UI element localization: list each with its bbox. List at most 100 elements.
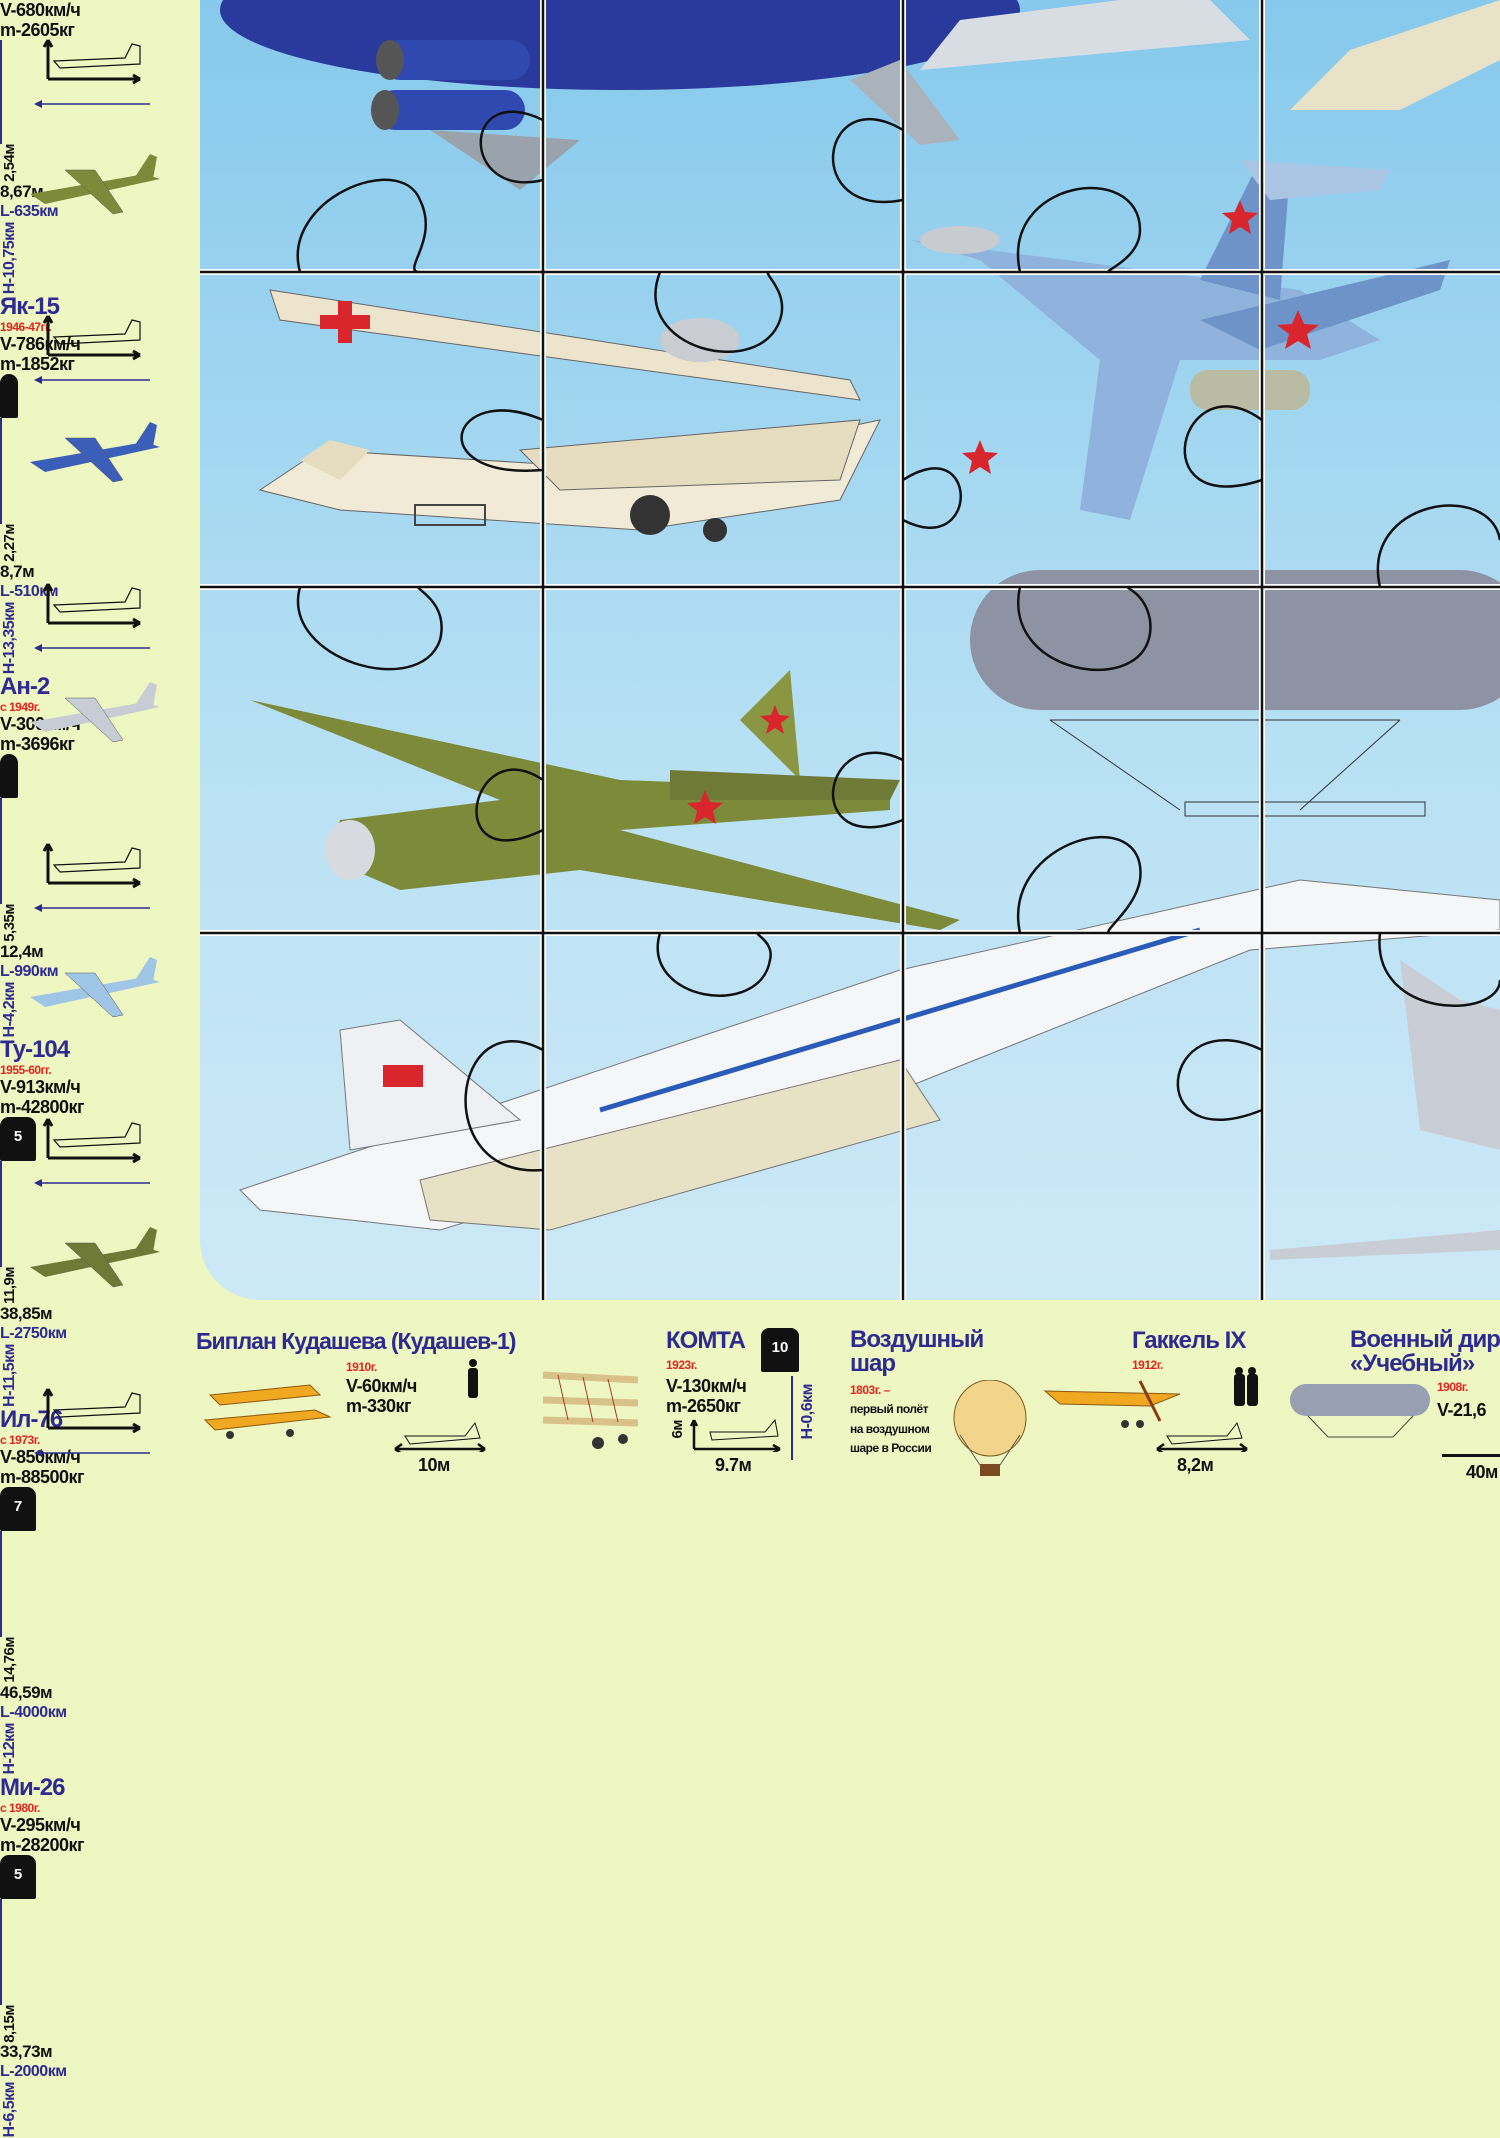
kudashev-speed: V-60км/ч — [346, 1376, 417, 1396]
height-label: 14,76м — [1, 1637, 18, 1683]
aircraft-years: с 1973г. — [0, 1433, 40, 1448]
airship-length: 40м — [1466, 1462, 1498, 1482]
length-label: 12,4м — [0, 941, 44, 961]
range-label: L-510км — [0, 582, 59, 600]
ceiling-label: H-6,5км — [1, 2082, 18, 2138]
jet-tail-illustration — [1400, 960, 1500, 1150]
komta-ceiling: H-0,6км — [799, 1384, 816, 1440]
ceiling-label: H-10,75км — [1, 221, 18, 295]
size-diagram — [34, 583, 150, 652]
size-diagram — [34, 39, 150, 108]
airship-year: 1908г. — [1437, 1380, 1468, 1394]
aircraft-thumbnail-icon — [30, 957, 160, 1018]
aircraft-years: 1955-60гг. — [0, 1063, 52, 1078]
aircraft-name: Ан-2 — [0, 673, 50, 701]
puzzle-cut-lines — [200, 0, 1500, 1300]
aircraft-thumbnail-icon — [30, 422, 160, 483]
ceiling-arrow — [0, 1531, 2, 1638]
kudashev-size-diagram — [394, 1421, 486, 1452]
range-label: L-4000км — [0, 1703, 67, 1721]
komta-mass: m-2650кг — [666, 1396, 741, 1416]
crew-silhouette-icon — [1234, 1367, 1258, 1406]
gakkel-size-diagram — [1156, 1421, 1248, 1452]
komta-speed: V-130км/ч — [666, 1376, 747, 1396]
ceiling-arrow — [0, 798, 2, 905]
ceiling-label: H-4,2км — [1, 981, 18, 1038]
aircraft-name: Як-15 — [0, 293, 60, 321]
pilot-silhouette-icon — [468, 1359, 478, 1398]
jet-nose-illustration — [1290, 0, 1500, 110]
speed-label: V-295км/ч — [0, 1814, 81, 1835]
crew-silhouette-icon — [0, 374, 18, 419]
puzzle-illustration — [200, 0, 1500, 1300]
height-label: 11,9м — [1, 1267, 18, 1305]
mass-label: m-2605кг — [0, 20, 75, 40]
length-arrow — [1442, 1454, 1500, 1457]
kudashev-year: 1910г. — [346, 1360, 377, 1374]
seaplane-sssr-illustration — [258, 289, 881, 542]
komta-year: 1923г. — [666, 1358, 697, 1372]
aircraft-years: 1946-47гг. — [0, 320, 52, 335]
aircraft-thumbnail-icon — [30, 1227, 160, 1288]
ceiling-arrow — [0, 1161, 2, 1268]
airship-title-line1: Военный дир — [1350, 1326, 1500, 1353]
size-diagram — [34, 315, 150, 384]
balloon-desc-1: первый полёт — [850, 1402, 929, 1416]
length-label: 38,85м — [0, 1304, 53, 1324]
komta-triplane-icon — [542, 1371, 639, 1449]
size-diagram — [34, 1118, 150, 1187]
range-label: L-635км — [0, 202, 59, 220]
green-bomber-illustration — [250, 670, 960, 930]
aircraft-years: с 1949г. — [0, 700, 40, 715]
length-label: 8,67м — [0, 181, 44, 201]
ceiling-label: H-12км — [1, 1722, 18, 1775]
balloon-desc-2: на воздушном — [850, 1422, 930, 1436]
bottom-info-strip: Биплан Кудашева (Кудашев-1) 1910г. V-60к… — [196, 1300, 1500, 1500]
kudashev-length: 10м — [418, 1455, 450, 1475]
crew-silhouette-icon — [0, 754, 18, 799]
crew-count-badge: 10 — [761, 1328, 799, 1372]
height-label: 2,54м — [1, 144, 18, 182]
crew-silhouette-icon: 5 — [0, 1854, 36, 1899]
range-label: L-2750км — [0, 1325, 67, 1343]
tu144-illustration — [239, 879, 1500, 1231]
gakkel-title: Гаккель IX — [1132, 1327, 1246, 1354]
blue-airliner-illustration — [220, 0, 1250, 190]
ceiling-label: H-11,5км — [1, 1344, 18, 1408]
size-diagram — [34, 1388, 150, 1457]
aircraft-name: Ту-104 — [0, 1036, 70, 1064]
sssr-marking — [414, 504, 486, 526]
balloon-desc-3: шаре в России — [850, 1441, 932, 1455]
komta-height: 6м — [669, 1420, 686, 1439]
crew-silhouette-icon: 5 — [0, 1117, 36, 1162]
gakkel-year: 1912г. — [1132, 1358, 1163, 1372]
airship-title-line2: «Учебный» — [1350, 1350, 1475, 1377]
gakkel-length: 8,2м — [1177, 1455, 1214, 1475]
komta-length: 9.7м — [715, 1455, 752, 1475]
balloon-year: 1803г. – — [850, 1383, 890, 1397]
komta-title: КОМТА — [666, 1327, 746, 1354]
length-label: 46,59м — [0, 1682, 53, 1702]
gakkel-monoplane-icon — [1043, 1380, 1181, 1428]
komta-size-diagram — [690, 1418, 781, 1452]
mass-label: m-28200кг — [0, 1834, 85, 1855]
mass-label: m-3696кг — [0, 734, 75, 755]
hot-air-balloon-icon — [953, 1380, 1027, 1476]
ceiling-arrow — [0, 40, 2, 144]
aircraft-scene — [200, 0, 1500, 1300]
balloon-title-line2: шар — [850, 1350, 896, 1377]
size-diagram — [34, 843, 150, 912]
airship-speed: V-21,6 — [1437, 1400, 1487, 1420]
mass-label: m-88500кг — [0, 1467, 85, 1488]
aircraft-name: Ми-26 — [0, 1773, 65, 1801]
range-label: L-2000км — [0, 2063, 67, 2081]
crew-silhouette-icon: 7 — [0, 1487, 36, 1532]
aircraft-thumbnail-icon — [30, 682, 160, 743]
ceiling-arrow — [0, 418, 2, 525]
height-label: 2,27м — [1, 524, 18, 562]
balloon-title-line1: Воздушный — [850, 1326, 984, 1353]
range-label: L-990км — [0, 962, 59, 980]
aircraft-years: с 1980г. — [0, 1800, 40, 1815]
military-airship-icon — [1290, 1384, 1430, 1438]
